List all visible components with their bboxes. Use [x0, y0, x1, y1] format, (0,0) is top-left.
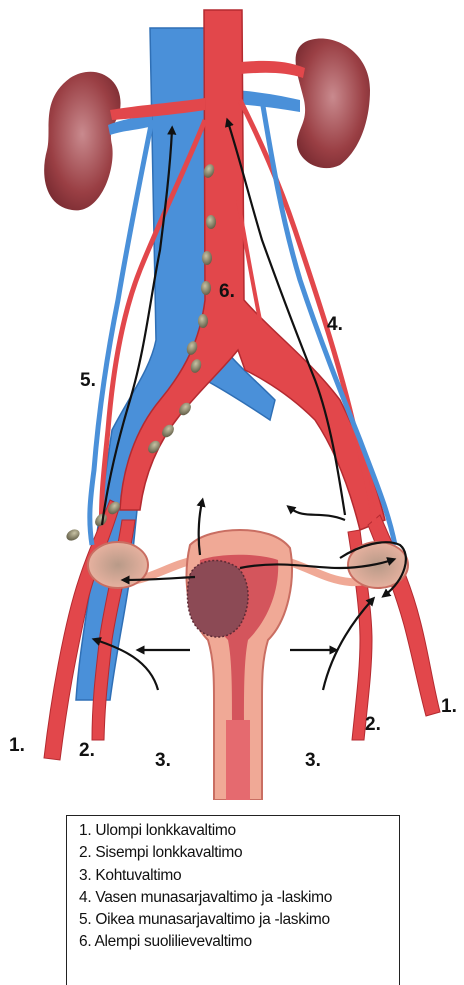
label-2-left: 2. — [79, 740, 95, 761]
legend-list: 1. Ulompi lonkkavaltimo 2. Sisempi lonkk… — [79, 820, 399, 954]
left-kidney — [296, 39, 370, 169]
right-ovary — [88, 542, 148, 588]
label-2-right: 2. — [365, 714, 381, 735]
legend-box: 1. Ulompi lonkkavaltimo 2. Sisempi lonkk… — [66, 815, 400, 985]
legend-item: 6. Alempi suolilievevaltimo — [79, 931, 399, 953]
label-1-right: 1. — [441, 696, 457, 717]
label-5: 5. — [80, 370, 96, 391]
left-renal-artery — [240, 61, 305, 78]
arrow-left-loop — [290, 508, 345, 520]
label-6: 6. — [219, 281, 235, 302]
cervical-canal — [226, 720, 250, 800]
label-1-left: 1. — [9, 735, 25, 756]
label-3-right: 3. — [305, 750, 321, 771]
legend-item: 4. Vasen munasarjavaltimo ja -laskimo — [79, 887, 399, 909]
label-4: 4. — [327, 314, 343, 335]
label-3-left: 3. — [155, 750, 171, 771]
legend-item: 5. Oikea munasarjavaltimo ja -laskimo — [79, 909, 399, 931]
right-kidney — [44, 72, 120, 211]
uterine-tumor — [187, 561, 248, 637]
legend-item: 3. Kohtuvaltimo — [79, 865, 399, 887]
legend-item: 1. Ulompi lonkkavaltimo — [79, 820, 399, 842]
anatomy-diagram: 1. 1. 2. 2. 3. 3. 4. 5. 6. — [0, 0, 464, 800]
legend-item: 2. Sisempi lonkkavaltimo — [79, 842, 399, 864]
